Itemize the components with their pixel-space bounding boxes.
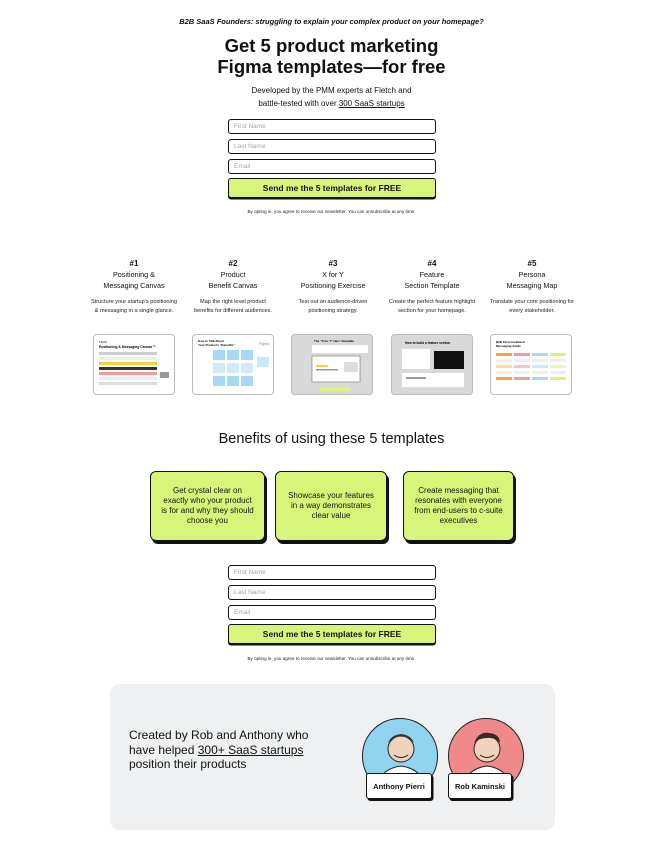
template-number: #3 [328,259,338,268]
thumb-title-1: B2B Persona-Based [496,340,525,344]
template-4: #4 Feature Section Template Create the p… [389,258,475,314]
hero-eyebrow: B2B SaaS Founders: struggling to explain… [179,17,484,26]
creators-text-suffix: position their products [129,757,247,771]
template-5: #5 Persona Messaging Map Translate your … [490,258,574,314]
template-name-1: X for Y [322,270,344,279]
thumb-title-1: How to Talk About [198,339,224,343]
benefit-card-3: Create messaging that resonates with eve… [403,471,514,541]
hero-subline: Developed by the PMM experts at Fletch a… [0,84,663,110]
last-name-input[interactable] [228,139,436,154]
thumb-title-2: Your Product's "Benefits" [198,343,235,347]
template-name-2: Section Template [404,281,460,290]
template-name-2: Messaging Canvas [103,281,165,290]
saas-startups-link[interactable]: 300+ SaaS startups [197,742,304,757]
benefit-card-1: Get crystal clear on exactly who your pr… [150,471,265,541]
benefit-canvas-preview-image: How to Talk About Your Product's "Benefi… [198,339,269,386]
creators-text-prefix: Created by Rob and Anthony who have help… [129,728,309,757]
template-name-2: Benefit Canvas [208,281,258,290]
template-number: #1 [129,259,139,268]
email-input-bottom[interactable] [228,605,436,620]
name-rob-kaminski: Rob Kaminski [448,773,512,799]
template-number: #4 [427,259,437,268]
template-3: #3 X for Y Positioning Exercise Test out… [291,258,375,314]
creators-panel: Created by Rob and Anthony who have help… [110,684,555,830]
first-name-input[interactable] [228,119,436,134]
template-3-preview[interactable]: The "X for Y" Hero Template [291,334,373,395]
template-5-preview[interactable]: B2B Persona-Based Messaging Guide [490,334,572,395]
benefits-title: Benefits of using these 5 templates [218,431,445,447]
hero-headline-line2: Figma templates—for free [217,56,446,77]
name-anthony-pierri: Anthony Pierri [366,773,432,799]
template-desc: Structure your startup’s positioning& me… [90,299,178,314]
startups-link[interactable]: 300 SaaS startups [338,99,405,108]
canvas-preview-image: Fletch Positioning & Messaging Canvas™ [99,340,169,385]
thumb-title: How to build a feature section [405,341,450,345]
hero-headline-line1: Get 5 product marketing [224,35,439,56]
template-number: #2 [228,259,238,268]
thumb-brand: Fletch [99,340,108,344]
template-name-1: Positioning & [113,270,155,279]
last-name-input-bottom[interactable] [228,585,436,600]
feature-section-preview-image: How to build a feature section [402,341,464,387]
legal-note-bottom: By opting in, you agree to receive our n… [247,656,416,661]
template-name-1: Persona [518,270,546,279]
template-2-preview[interactable]: How to Talk About Your Product's "Benefi… [192,334,274,395]
creators-text: Created by Rob and Anthony who have help… [129,728,329,772]
template-4-preview[interactable]: How to build a feature section [391,334,473,395]
thumb-title-2: Messaging Guide [496,344,521,348]
first-name-input-bottom[interactable] [228,565,436,580]
hero-headline: Get 5 product marketing Figma templates—… [0,35,663,77]
hero-subline-prefix: battle-tested with over [258,99,339,108]
thumb-title: Positioning & Messaging Canvas™ [99,345,156,349]
benefit-card-2: Showcase your features in a way demonstr… [275,471,387,541]
thumb-brand: Figma [259,342,269,346]
template-1: #1 Positioning & Messaging Canvas Struct… [91,258,177,314]
hero-subline-1: Developed by the PMM experts at Fletch a… [251,86,412,95]
hero-subline-2: battle-tested with over 300 SaaS startup… [0,97,663,110]
send-templates-button[interactable]: Send me the 5 templates for FREE [228,178,436,198]
template-name-2: Messaging Map [506,281,558,290]
template-name-1: Feature [419,270,445,279]
template-name-1: Product [220,270,246,279]
template-1-preview[interactable]: Fletch Positioning & Messaging Canvas™ [93,334,175,395]
thumb-title: The "X for Y" Hero Template [314,339,354,343]
template-name-2: Positioning Exercise [300,281,366,290]
template-2: #2 Product Benefit Canvas Map the right … [191,258,275,314]
legal-note: By opting in, you agree to receive our n… [247,209,416,214]
send-templates-button-bottom[interactable]: Send me the 5 templates for FREE [228,624,436,644]
persona-map-preview-image: B2B Persona-Based Messaging Guide [496,340,566,380]
template-number: #5 [527,259,537,268]
x-for-y-preview-image: The "X for Y" Hero Template [311,339,368,391]
email-input[interactable] [228,159,436,174]
